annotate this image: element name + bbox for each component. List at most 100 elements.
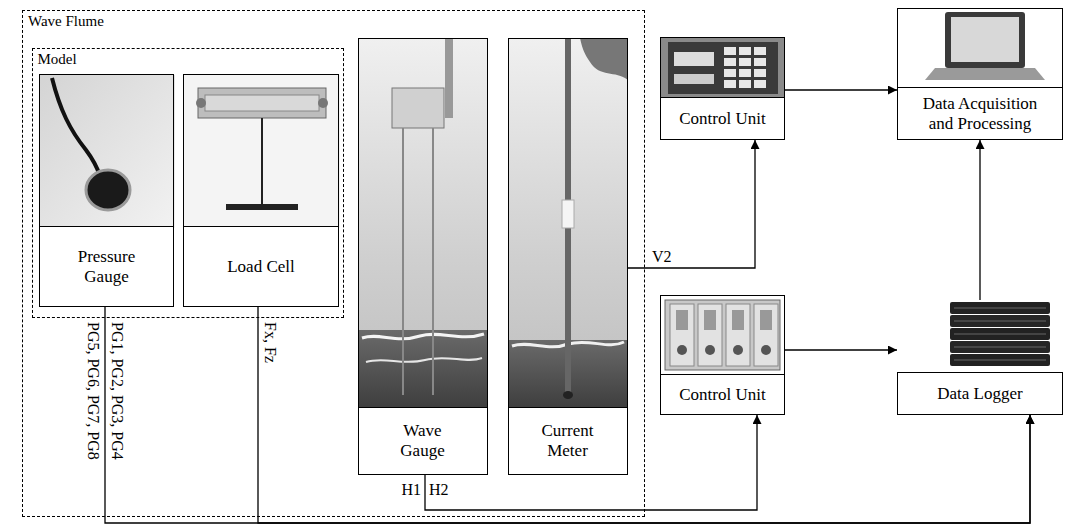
caption-panel: Load Cell	[184, 226, 338, 306]
caption-panel: Control Unit	[661, 97, 784, 139]
logger-unit	[950, 302, 1050, 314]
caption-text: Data Acquisition and Processing	[918, 94, 1043, 133]
logger-stripe	[954, 334, 1046, 335]
model-plate	[226, 204, 298, 210]
meter-tape	[562, 200, 574, 228]
group-heading: Wave Flume	[28, 13, 104, 30]
laptop-screen	[951, 17, 1019, 62]
instrument-box: Pressure Gauge	[39, 74, 174, 307]
device-screen	[674, 52, 714, 66]
module-meter	[732, 310, 744, 330]
signal-connector	[785, 89, 897, 90]
group-heading: Model	[38, 51, 77, 68]
key	[724, 80, 736, 88]
instrument-box: Control Unit	[660, 295, 785, 415]
key	[724, 69, 736, 77]
module	[726, 304, 750, 366]
photo-background	[358, 38, 488, 408]
water	[358, 330, 488, 408]
caption-text: Data Logger	[937, 384, 1022, 404]
sensor-cable	[52, 78, 100, 176]
clamp-knob	[196, 98, 206, 108]
load-rod	[261, 118, 263, 205]
module	[670, 304, 694, 366]
photo-background	[660, 37, 785, 98]
module-meter	[704, 310, 716, 330]
key	[739, 58, 751, 66]
caption-text: Current Meter	[533, 421, 603, 460]
clamp-knob	[318, 98, 328, 108]
rack-panel	[665, 300, 780, 370]
device-display	[674, 74, 714, 84]
module-knob	[677, 345, 687, 355]
caption-panel: Data Acquisition and Processing	[898, 87, 1062, 139]
module-meter	[760, 310, 772, 330]
pressure-sensor	[86, 170, 130, 210]
instrument-box: Data Acquisition and Processing	[897, 8, 1063, 140]
signal-label: PG5, PG6, PG7, PG8	[84, 322, 102, 460]
module-knob	[761, 345, 771, 355]
load-cell-plate	[205, 95, 319, 111]
module-knob	[705, 345, 715, 355]
key	[724, 47, 736, 55]
signal-connector	[785, 349, 897, 350]
logger-stack	[950, 302, 1050, 366]
amplifier-modules	[670, 304, 778, 366]
trees	[580, 38, 628, 80]
instrument-box: Control Unit	[660, 37, 785, 140]
instrument-box: Data Logger	[897, 300, 1063, 415]
signal-label: H1	[401, 481, 421, 499]
water-highlight	[366, 358, 482, 362]
instrument-box: Load Cell	[183, 74, 339, 307]
key	[754, 47, 766, 55]
key	[754, 80, 766, 88]
instrument-box: Wave Gauge	[358, 38, 488, 475]
key	[754, 58, 766, 66]
logger-unit	[950, 341, 1050, 353]
laptop-base	[925, 68, 1045, 80]
keypad	[724, 47, 766, 88]
key	[754, 69, 766, 77]
load-cell-body	[198, 88, 326, 118]
device-case	[668, 42, 778, 94]
signal-connector	[628, 140, 756, 268]
photo-background	[184, 75, 340, 228]
gauge-head	[392, 88, 444, 128]
caption-text: Control Unit	[679, 109, 765, 129]
signal-connector	[258, 307, 1030, 523]
caption-panel: Control Unit	[661, 374, 784, 414]
logger-unit	[950, 315, 1050, 327]
logger-stripe	[954, 360, 1046, 361]
module-meter	[676, 310, 688, 330]
gauge-mount	[445, 38, 453, 118]
module	[698, 304, 722, 366]
signal-label: H2	[429, 481, 449, 499]
logger-stripe	[954, 321, 1046, 322]
meter-sensor	[563, 391, 573, 399]
photo-background	[508, 38, 628, 408]
signal-connector	[105, 307, 1030, 523]
signal-label: Fx, Fz	[261, 322, 279, 363]
key	[724, 58, 736, 66]
water-highlight	[362, 334, 484, 339]
signal-label: PG1, PG2, PG3, PG4	[108, 322, 126, 460]
signal-label: V2	[652, 248, 672, 266]
caption-panel: Current Meter	[509, 407, 627, 474]
caption-panel: Wave Gauge	[359, 407, 487, 474]
logger-unit	[950, 328, 1050, 340]
gauge-rod	[402, 128, 404, 395]
logger-unit	[950, 354, 1050, 366]
logger-stripe	[954, 308, 1046, 309]
caption-panel: Data Logger	[897, 372, 1063, 415]
gauge-rod	[432, 128, 434, 395]
key	[739, 69, 751, 77]
module	[754, 304, 778, 366]
caption-panel: Pressure Gauge	[40, 226, 173, 306]
photo-background	[40, 75, 175, 228]
module-knob	[733, 345, 743, 355]
caption-text: Control Unit	[679, 385, 765, 405]
key	[739, 47, 751, 55]
logger-stripe	[954, 347, 1046, 348]
